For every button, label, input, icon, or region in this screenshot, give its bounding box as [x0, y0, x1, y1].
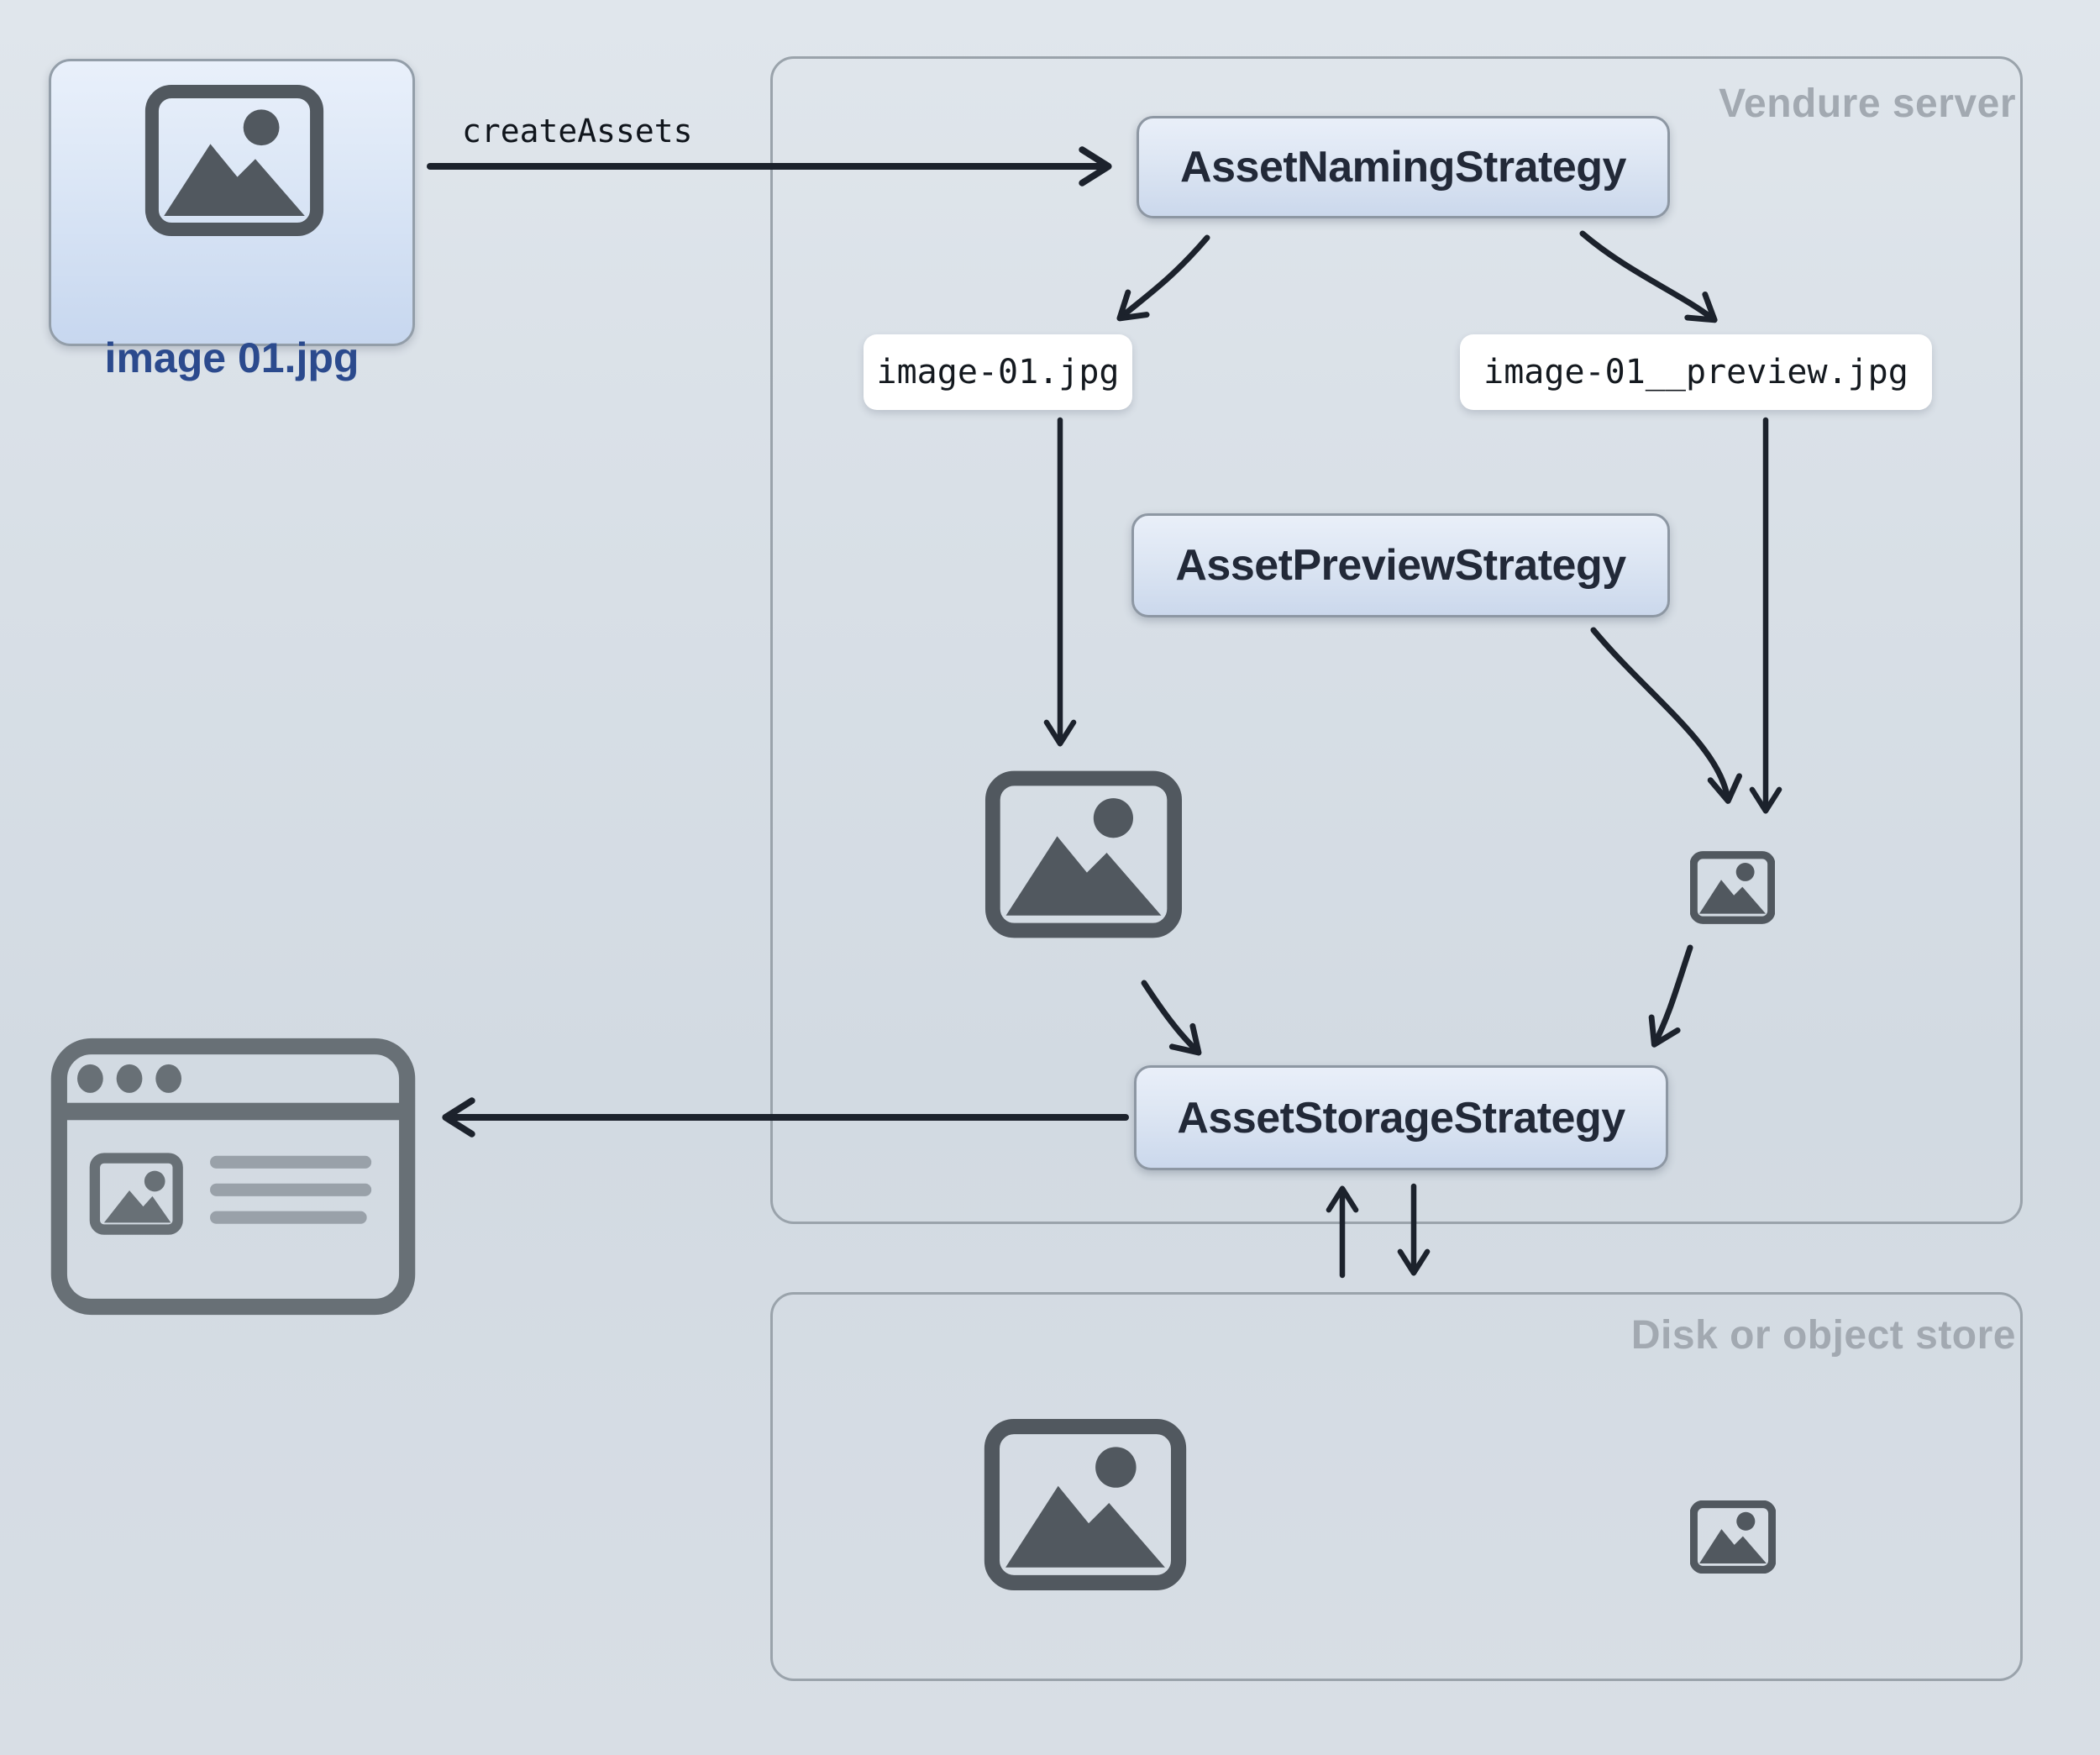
vendure-server-title: Vendure server — [1719, 81, 2016, 126]
source-filename-text: image-01.jpg — [876, 353, 1120, 391]
asset-naming-strategy-box: AssetNamingStrategy — [1137, 116, 1670, 218]
create-assets-label: createAssets — [462, 113, 693, 150]
asset-preview-strategy-label: AssetPreviewStrategy — [1175, 541, 1626, 590]
source-asset-box: image 01.jpg — [49, 59, 415, 381]
disk-store-container — [770, 1292, 2023, 1681]
vendure-server-container — [770, 56, 2023, 1224]
original-picture-icon — [984, 770, 1183, 938]
browser-window-icon — [50, 1038, 416, 1316]
stored-preview-picture-icon — [1690, 1500, 1776, 1574]
preview-filename-text: image-01__preview.jpg — [1483, 353, 1908, 391]
asset-storage-strategy-label: AssetStorageStrategy — [1177, 1093, 1625, 1143]
asset-storage-strategy-box: AssetStorageStrategy — [1134, 1065, 1668, 1170]
preview-filename-chip: image-01__preview.jpg — [1460, 334, 1932, 410]
asset-naming-strategy-label: AssetNamingStrategy — [1180, 143, 1626, 192]
source-asset-filename: image 01.jpg — [104, 334, 360, 381]
picture-icon — [144, 84, 324, 237]
stored-original-picture-icon — [984, 1419, 1187, 1590]
preview-picture-icon — [1690, 851, 1775, 924]
browser-content-picture-icon — [89, 1153, 183, 1235]
asset-preview-strategy-box: AssetPreviewStrategy — [1131, 513, 1670, 617]
disk-store-title: Disk or object store — [1630, 1313, 2016, 1358]
source-filename-chip: image-01.jpg — [864, 334, 1132, 410]
